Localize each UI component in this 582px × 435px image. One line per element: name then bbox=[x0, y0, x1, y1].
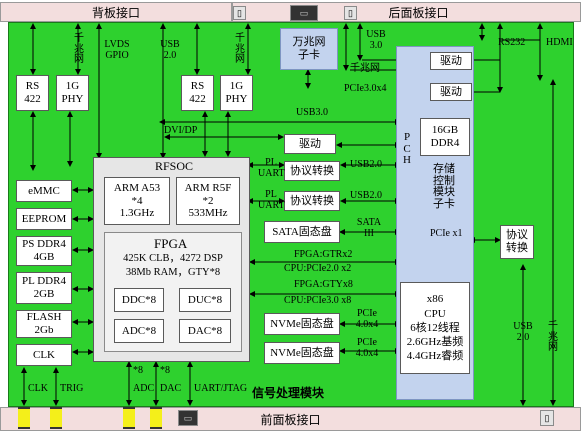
dac-box: DAC*8 bbox=[179, 319, 231, 343]
pcie-x1-label: PCIe x1 bbox=[430, 228, 463, 239]
x8-label: *8 bbox=[133, 365, 143, 376]
rs232-label: RS232 bbox=[498, 37, 526, 48]
rs422-box: RS 422 bbox=[181, 75, 214, 111]
flash-box: FLASH 2Gb bbox=[16, 310, 72, 338]
pl-uart-label: PL UART bbox=[258, 189, 285, 211]
back-panel-label: 背板接口 bbox=[91, 5, 140, 20]
ethernet-connector-icon: ▭ bbox=[178, 410, 198, 426]
clk-port-icon bbox=[18, 407, 30, 429]
ps-ddr4-box: PS DDR4 4GB bbox=[16, 236, 72, 266]
phy-box: 1G PHY bbox=[56, 75, 89, 111]
hdmi-label: HDMI bbox=[546, 37, 573, 48]
dac-port-icon bbox=[150, 407, 162, 429]
usb-connector-icon: ▯ bbox=[344, 6, 357, 20]
dac-label: DAC bbox=[160, 383, 182, 394]
usb-label: USB 2.0 bbox=[160, 39, 180, 61]
x8-label: *8 bbox=[160, 365, 170, 376]
arm-a53-box: ARM A53 *4 1.3GHz bbox=[104, 177, 170, 225]
usb-connector-icon: ▯ bbox=[540, 410, 554, 426]
usb30-h-label: USB3.0 bbox=[296, 107, 328, 118]
lvds-label: LVDS GPIO bbox=[104, 39, 130, 61]
adc-box: ADC*8 bbox=[114, 319, 164, 343]
ddc-box: DDC*8 bbox=[114, 288, 164, 312]
usb30-label: USB 3.0 bbox=[366, 29, 386, 51]
cpu-box: x86 CPU 6核12线程 2.6GHz基频 4.4GHz睿频 bbox=[400, 282, 470, 374]
usb20-bottom-label: USB 2.0 bbox=[513, 321, 533, 343]
duc-box: DUC*8 bbox=[179, 288, 231, 312]
sata3-label: SATA III bbox=[356, 217, 382, 239]
clk-label: CLK bbox=[28, 383, 48, 394]
fpga-title: FPGA bbox=[154, 236, 188, 251]
back-panel-bar: 背板接口 bbox=[0, 2, 232, 22]
fpga-gty-label: FPGA:GTYx8 bbox=[294, 279, 353, 290]
trig-label: TRIG bbox=[60, 383, 84, 394]
protocol-converter-box: 协议转换 bbox=[284, 161, 340, 181]
pl-uart-label: PL UART bbox=[258, 157, 285, 179]
ddr4-box: 16GB DDR4 bbox=[420, 118, 470, 156]
trig-port-icon bbox=[50, 407, 62, 429]
ethernet-connector-icon: ▭ bbox=[290, 5, 318, 21]
arm-r5f-box: ARM R5F *2 533MHz bbox=[176, 177, 240, 225]
ten-gigabit-card: 万兆网 子卡 bbox=[280, 28, 338, 70]
pch-label: P C H bbox=[403, 131, 411, 167]
driver-box: 驱动 bbox=[430, 83, 472, 101]
gigabit-label: 千 兆 网 bbox=[74, 33, 84, 65]
sata-ssd-box: SATA固态盘 bbox=[264, 221, 340, 243]
phy-box: 1G PHY bbox=[220, 75, 253, 111]
gigabit-bottom-label: 千 兆 网 bbox=[548, 321, 558, 353]
storage-card-label: 存储 控制 模块 子卡 bbox=[433, 163, 455, 210]
adc-label: ADC bbox=[133, 383, 155, 394]
driver-box: 驱动 bbox=[430, 52, 472, 70]
pcie40x4-label: PCIe 4.0x4 bbox=[355, 337, 379, 359]
protocol-converter-box: 协议转换 bbox=[284, 191, 340, 211]
module-title: 信号处理模块 bbox=[252, 386, 325, 400]
cpu-pcie-x8-label: CPU:PCIe3.0 x8 bbox=[284, 295, 352, 306]
front-panel-label: 前面板接口 bbox=[260, 412, 321, 427]
usb20-label: USB2.0 bbox=[350, 159, 382, 170]
rear-panel-label: 后面板接口 bbox=[388, 5, 449, 20]
fpga-gtr-label: FPGA:GTRx2 bbox=[294, 249, 353, 260]
nvme-ssd-box: NVMe固态盘 bbox=[264, 313, 340, 335]
protocol-converter-box: 协议 转换 bbox=[500, 225, 534, 259]
front-panel-bar: 前面板接口 bbox=[0, 407, 581, 431]
pl-ddr4-box: PL DDR4 2GB bbox=[16, 272, 72, 304]
eeprom-box: EEPROM bbox=[16, 208, 72, 230]
pcie-x4-label: PCIe3.0x4 bbox=[344, 83, 387, 94]
nvme-ssd-box: NVMe固态盘 bbox=[264, 342, 340, 364]
pcie40x4-label: PCIe 4.0x4 bbox=[355, 308, 379, 330]
gigabit-net-label: 千兆网 bbox=[350, 63, 380, 74]
clk-box: CLK bbox=[16, 344, 72, 366]
rfsoc-title: RFSOC bbox=[155, 159, 194, 173]
fpga-spec: 425K CLB，4272 DSP 38Mb RAM，GTY*8 bbox=[123, 253, 223, 278]
adc-port-icon bbox=[123, 407, 135, 429]
uart-jtag-label: UART/JTAG bbox=[194, 383, 248, 394]
usb-connector-icon: ▯ bbox=[233, 6, 246, 20]
dvi-dp-label: DVI/DP bbox=[164, 125, 198, 136]
usb20-label: USB2.0 bbox=[350, 190, 382, 201]
driver-box: 驱动 bbox=[284, 134, 336, 154]
emmc-box: eMMC bbox=[16, 180, 72, 202]
gigabit-label: 千 兆 网 bbox=[235, 33, 245, 65]
cpu-pcie-x2-label: CPU:PCIe2.0 x2 bbox=[284, 263, 352, 274]
rs422-box: RS 422 bbox=[16, 75, 49, 111]
rear-panel-bar: 后面板接口 bbox=[232, 2, 581, 22]
